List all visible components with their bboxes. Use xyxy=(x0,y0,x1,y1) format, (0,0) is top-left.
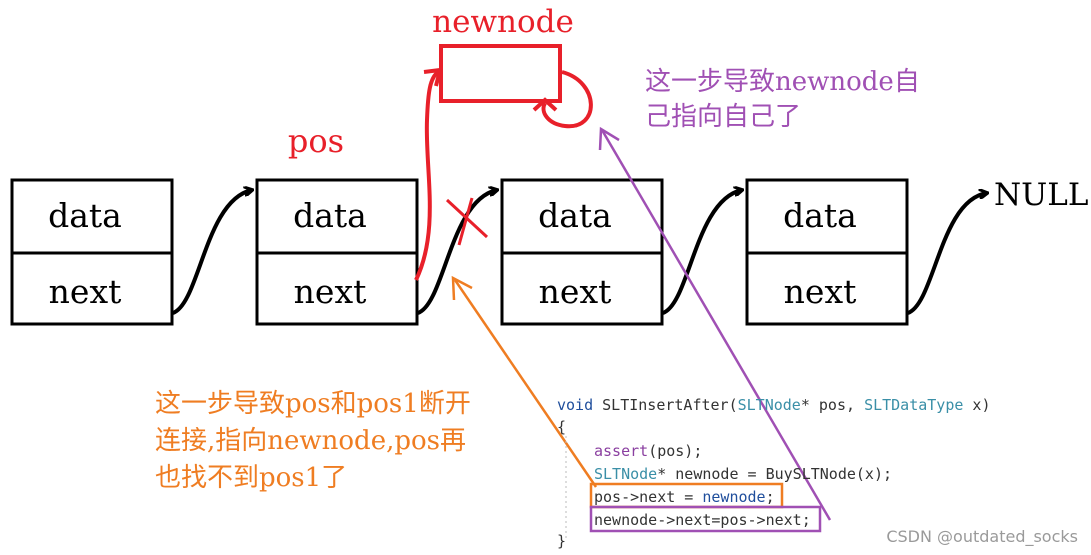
code-type-sltnode: SLTNode xyxy=(738,396,801,414)
list-node-4: data next xyxy=(745,178,909,326)
purple-note-line-1: 这一步导致newnode自 xyxy=(645,67,920,97)
link-arrow-3-to-4 xyxy=(661,190,742,315)
node-3-next-label: next xyxy=(539,272,612,311)
code-fn-name: SLTInsertAfter( xyxy=(593,396,738,414)
node-1-next-label: next xyxy=(49,272,122,311)
node-2-data-label: data xyxy=(293,196,367,235)
orange-note-line-3: 也找不到pos1了 xyxy=(155,463,347,493)
node-4-data-label: data xyxy=(783,196,857,235)
pos-title: pos xyxy=(288,122,344,160)
node-1-data-label: data xyxy=(48,196,122,235)
code-type-sltnode-2: SLTNode xyxy=(594,465,657,483)
code-highlight-purple xyxy=(589,505,822,533)
node-3-data-label: data xyxy=(538,196,612,235)
link-arrow-1-to-2 xyxy=(171,190,252,315)
code-keyword-void: void xyxy=(557,396,593,414)
orange-annotation-line xyxy=(453,279,598,488)
newnode-title: newnode xyxy=(432,4,574,40)
code-param-x: x) xyxy=(963,396,990,414)
purple-annotation-arrowhead xyxy=(598,126,620,151)
broken-link-x-icon xyxy=(445,197,489,246)
link-arrow-2-to-3 xyxy=(416,190,497,315)
code-assert: assert xyxy=(594,442,648,460)
node-2-next-label: next xyxy=(294,272,367,311)
purple-note-line-2: 己指向自己了 xyxy=(645,102,801,132)
code-param-pos: * pos, xyxy=(801,396,864,414)
code-line-4: SLTNode* newnode = BuySLTNode(x); xyxy=(594,465,892,483)
code-line-6: newnode->next=pos->next; xyxy=(594,511,811,529)
code-assert-args: (pos); xyxy=(648,442,702,460)
list-node-1: data next xyxy=(10,178,174,326)
code-pos-arrow: pos-> xyxy=(594,488,639,506)
code-line-1: void SLTInsertAfter(SLTNode* pos, SLTDat… xyxy=(557,396,991,414)
orange-annotation-arrowhead xyxy=(451,275,473,301)
code-next-assign: next = xyxy=(639,488,702,506)
node-4-next-label: next xyxy=(784,272,857,311)
code-semicolon: ; xyxy=(766,488,775,506)
pos-to-newnode-arrowhead xyxy=(423,67,443,87)
code-line-3: assert(pos); xyxy=(594,442,702,460)
newnode-self-loop-arrowhead xyxy=(532,97,558,112)
code-line-7: } xyxy=(557,532,566,550)
csdn-watermark: CSDN @outdated_socks xyxy=(886,527,1078,547)
code-type-sltdatatype: SLTDataType xyxy=(864,396,963,414)
code-snippet: void SLTInsertAfter(SLTNode* pos, SLTDat… xyxy=(557,396,991,550)
code-newnode-decl: * newnode = BuySLTNode(x); xyxy=(657,465,892,483)
null-label: NULL xyxy=(994,177,1088,213)
list-node-pos: data next xyxy=(255,178,419,326)
newnode-self-loop xyxy=(541,70,593,129)
pos-to-newnode-arrow xyxy=(414,70,440,281)
orange-note-line-2: 连接,指向newnode,pos再 xyxy=(155,426,466,456)
code-newnode-ref: newnode xyxy=(702,488,765,506)
orange-note-line-1: 这一步导致pos和pos1断开 xyxy=(155,389,471,419)
purple-annotation-line xyxy=(600,129,832,521)
link-arrow-4-to-null xyxy=(906,193,987,315)
newnode-box xyxy=(439,44,562,103)
code-line-2: { xyxy=(557,418,566,436)
code-line-5: pos->next = newnode; xyxy=(594,488,775,506)
list-node-3: data next xyxy=(500,178,664,326)
